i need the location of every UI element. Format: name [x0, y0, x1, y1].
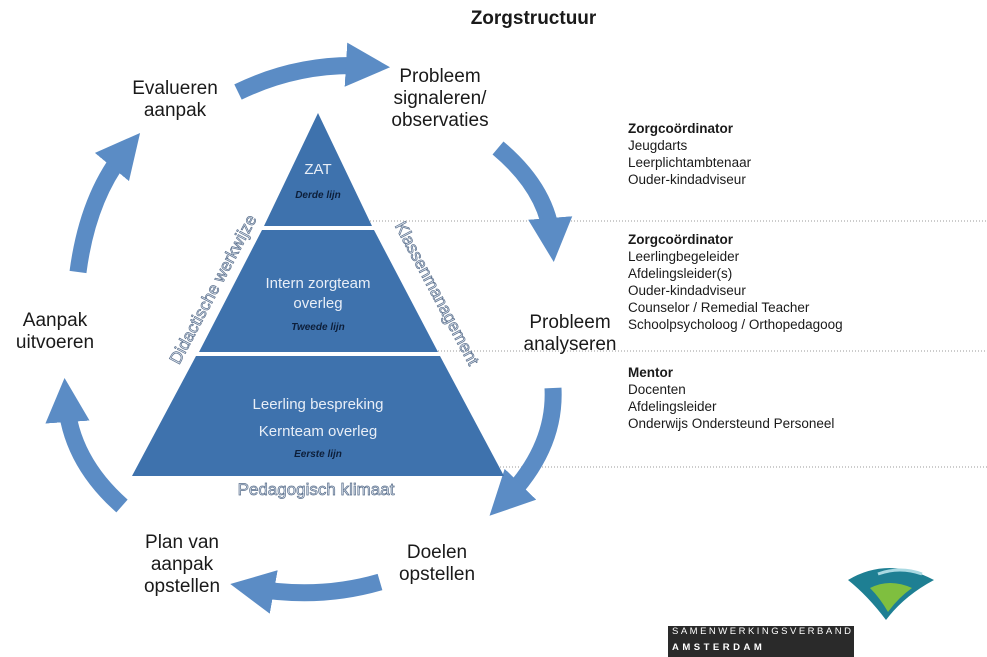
roles-second-line: Zorgcoördinator Leerlingbegeleider Afdel… — [628, 231, 843, 333]
tier-middle-label-1: Intern zorgteam — [265, 275, 370, 292]
tier-bottom-label-1: Leerling bespreking — [253, 396, 384, 413]
step-signal: Probleem signaleren/ observaties — [391, 66, 489, 131]
roles-first-line: Mentor Docenten Afdelingsleider Onderwij… — [628, 364, 834, 432]
tier-bottom-level: Eerste lijn — [294, 449, 342, 460]
arrow-plan-to-execute — [45, 377, 128, 513]
step-goals: Doelen opstellen — [398, 542, 476, 585]
logo-text-line1: SAMENWERKINGSVERBAND — [672, 626, 854, 637]
role-head: Zorgcoördinator — [628, 232, 733, 247]
logo-text-line2: AMSTERDAM — [672, 642, 766, 653]
arrow-evaluate-to-signal — [234, 42, 391, 100]
roles-third-line: Zorgcoördinator Jeugdarts Leerplichtambt… — [628, 120, 751, 188]
pyramid-base-label: Pedagogisch klimaat — [238, 480, 395, 499]
page-title: Zorgstructuur — [470, 8, 597, 29]
role-item: Afdelingsleider(s) — [628, 266, 733, 281]
step-execute: Aanpak uitvoeren — [15, 310, 95, 353]
role-item: Schoolpsycholoog / Orthopedagoog — [628, 317, 843, 332]
tier-top-level: Derde lijn — [295, 190, 341, 201]
tier-top-label: ZAT — [304, 161, 331, 178]
role-item: Onderwijs Ondersteund Personeel — [628, 416, 835, 431]
arrow-execute-to-evaluate — [69, 132, 141, 274]
pyramid-top-tier — [264, 113, 372, 226]
logo-bar — [668, 626, 854, 657]
step-analyse: Probleem analyseren — [523, 312, 617, 355]
role-item: Leerplichtambtenaar — [628, 155, 752, 170]
role-head: Mentor — [628, 365, 673, 380]
role-item: Afdelingsleider — [628, 399, 717, 414]
pyramid-bottom-tier — [132, 356, 504, 476]
role-item: Ouder-kindadviseur — [628, 172, 746, 187]
role-head: Zorgcoördinator — [628, 121, 733, 136]
arrow-goals-to-plan — [230, 570, 383, 614]
logo-mark — [848, 568, 934, 620]
tier-bottom-label-2: Kernteam overleg — [259, 423, 377, 440]
arrow-analyse-to-goals — [489, 387, 562, 516]
tier-middle-label-2: overleg — [293, 295, 342, 312]
role-item: Ouder-kindadviseur — [628, 283, 746, 298]
pyramid-middle-tier — [199, 230, 438, 352]
role-item: Leerlingbegeleider — [628, 249, 740, 264]
role-item: Counselor / Remedial Teacher — [628, 300, 810, 315]
arrow-signal-to-analyse — [492, 141, 573, 263]
step-evaluate: Evalueren aanpak — [132, 78, 218, 121]
role-item: Docenten — [628, 382, 686, 397]
role-item: Jeugdarts — [628, 138, 688, 153]
step-plan: Plan van aanpak opstellen — [143, 532, 221, 597]
tier-middle-level: Tweede lijn — [291, 322, 345, 333]
